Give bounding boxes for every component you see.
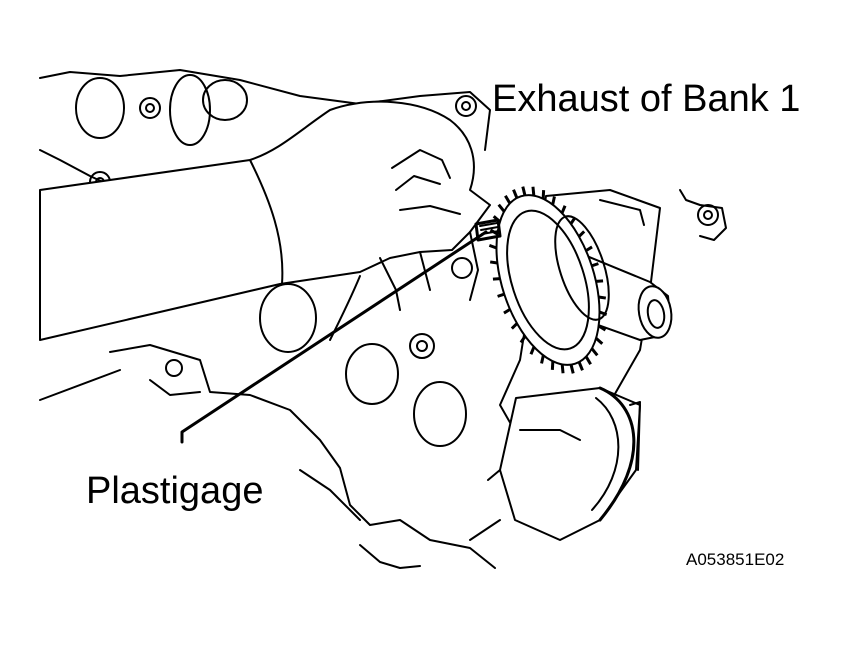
gear-tooth <box>521 186 527 196</box>
gear-tooth <box>488 243 498 250</box>
plastigage-label: Plastigage <box>86 470 264 512</box>
camshaft-gear <box>488 186 673 374</box>
hand-and-arm <box>39 100 491 401</box>
gear-tooth <box>595 279 604 283</box>
gear-tooth <box>569 364 575 374</box>
gear-tooth <box>512 189 519 199</box>
gear-tooth <box>560 364 565 374</box>
plastigage-leader-line <box>180 230 488 444</box>
gear-tooth <box>497 292 505 298</box>
gear-tooth <box>503 308 511 315</box>
gear-tooth <box>519 335 527 344</box>
gear-teeth <box>488 186 608 374</box>
gear-tooth <box>510 322 519 330</box>
gear-tooth <box>529 346 536 355</box>
gear-tooth <box>540 355 545 364</box>
gear-tooth <box>590 347 599 357</box>
gear-tooth <box>585 245 593 252</box>
gear-tooth <box>591 262 599 268</box>
gear-tooth <box>597 324 607 332</box>
gear-tooth <box>560 205 567 214</box>
gear-tooth <box>497 203 506 213</box>
gear-tooth <box>504 194 512 205</box>
gear-tooth <box>569 216 577 225</box>
exhaust-bank-label: Exhaust of Bank 1 <box>492 78 801 120</box>
gear-tooth <box>551 196 556 205</box>
gear-tooth <box>598 295 607 300</box>
plastigage-strip <box>474 218 502 242</box>
gear-tooth <box>531 186 536 196</box>
gear-tooth <box>595 337 604 345</box>
gear-tooth <box>489 260 498 265</box>
gear-tooth <box>492 277 501 281</box>
figure-id: A053851E02 <box>686 550 785 569</box>
gear-tooth <box>598 310 608 317</box>
gear-tooth <box>577 230 586 238</box>
gear-tooth <box>584 355 592 366</box>
gear-tooth <box>577 361 584 371</box>
